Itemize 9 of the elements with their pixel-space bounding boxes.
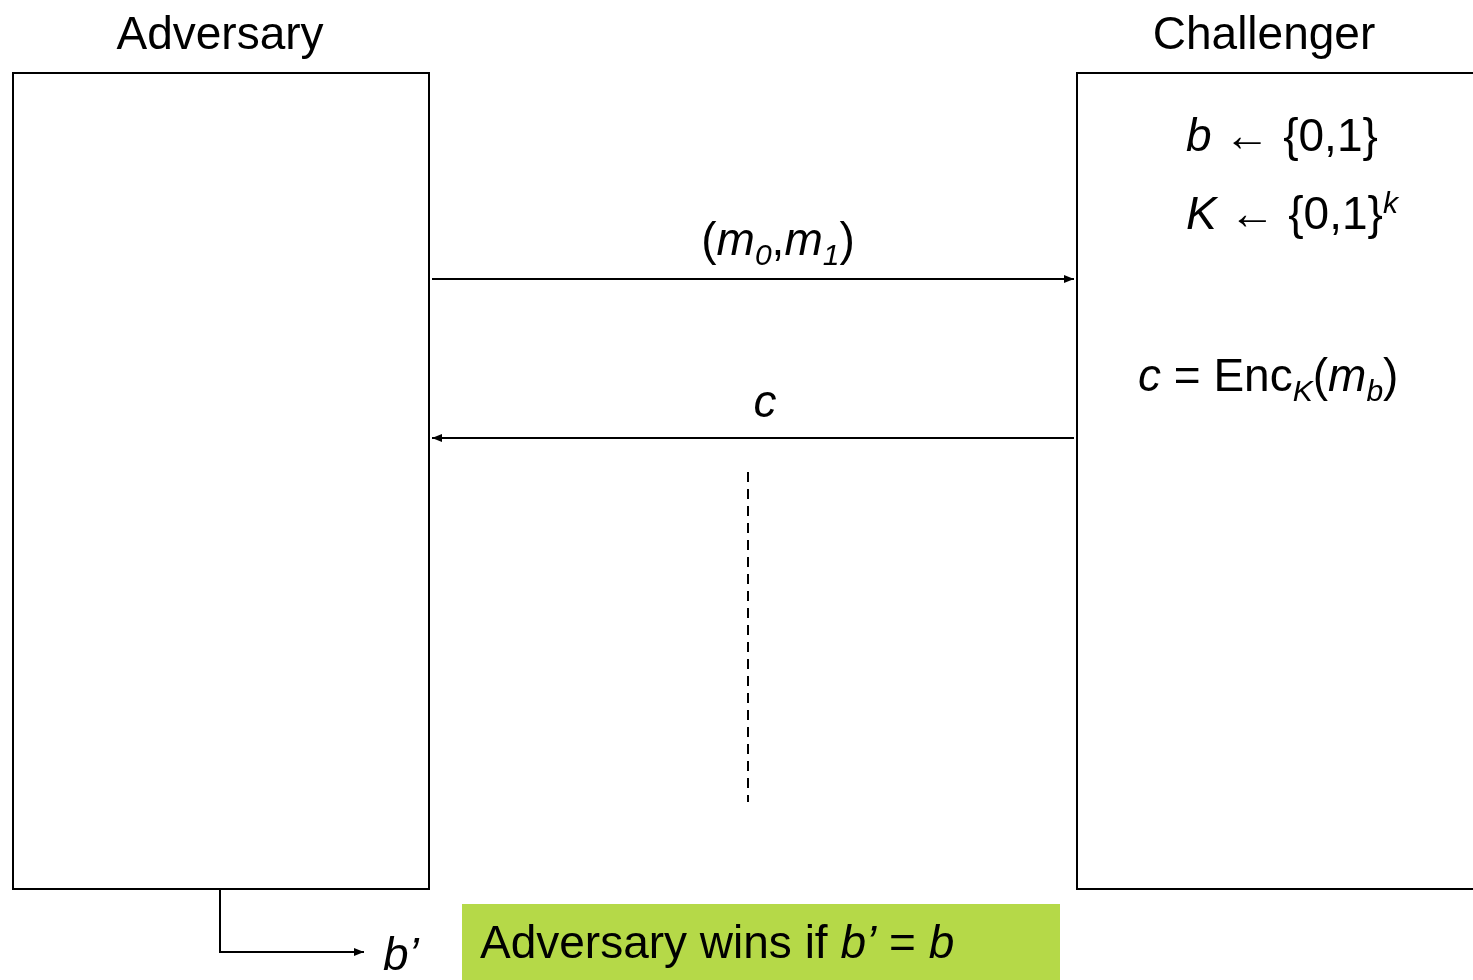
result-banner: Adversary wins if b’ = b [462,904,1060,980]
arrow [431,434,1075,442]
arrow [431,275,1075,283]
output-label: b’ [383,928,433,980]
edge-label: c [753,378,777,424]
formula-text: c = Enc$_{K}$(m$_{b}$) [1138,352,1399,407]
arrow [219,889,365,956]
formula-text: K ← {0,1}$^{k}$ [1186,188,1398,237]
edge-label: (m$_{0}$,m$_{1}$) [701,216,855,271]
